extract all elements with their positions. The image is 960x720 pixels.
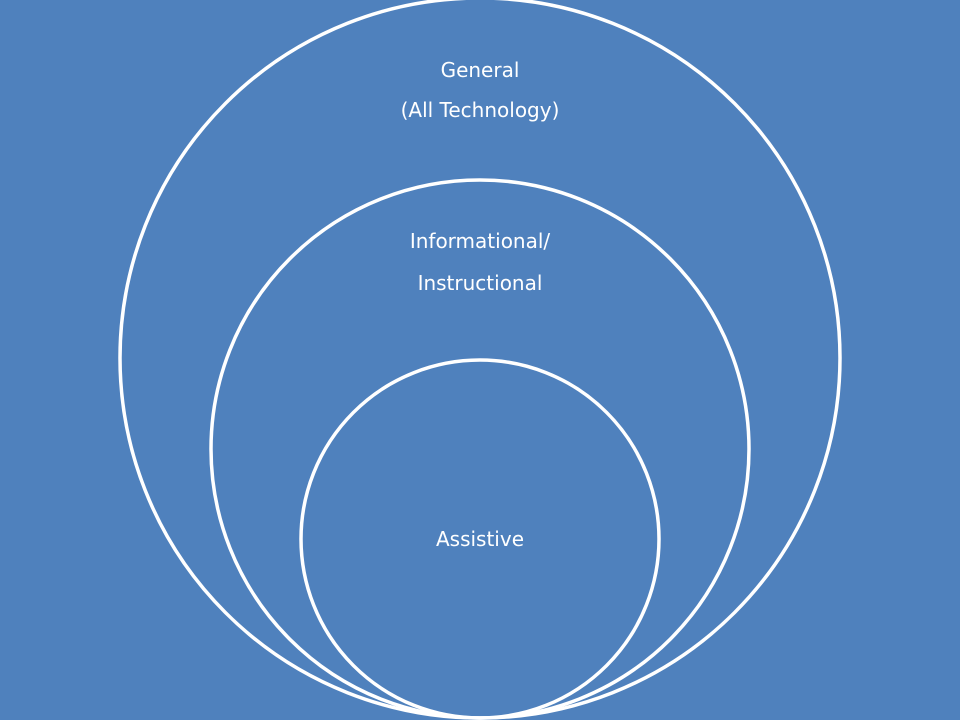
outer-circle-label-line1: General [440,58,520,82]
inner-circle-label: Assistive [435,527,525,551]
middle-circle-label-line2: Instructional [417,271,543,295]
inner-circle-assistive [299,358,661,720]
middle-circle-label-line1: Informational/ [409,229,551,253]
outer-circle-label-line2: (All Technology) [400,98,560,122]
middle-circle-informational [209,178,751,720]
